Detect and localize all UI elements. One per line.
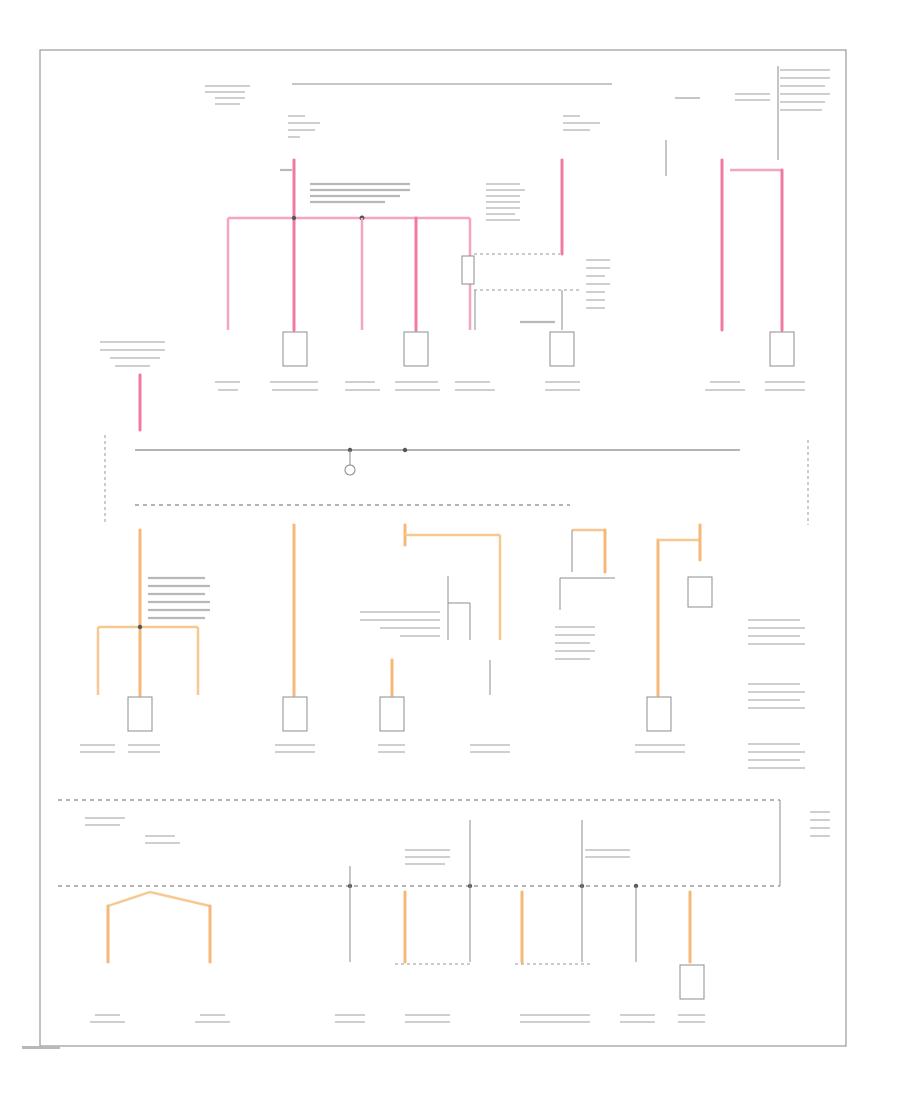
component-upper-6 [549, 331, 575, 367]
component-upper-4 [403, 331, 429, 367]
diagram-frame [39, 49, 847, 1047]
component-mid-2 [282, 696, 308, 732]
component-mid-5 [687, 576, 713, 608]
component-upper-2 [282, 331, 308, 367]
component-mid-1 [127, 696, 153, 732]
component-upper-8 [769, 331, 795, 367]
component-lower-4 [679, 964, 705, 1000]
component-mid-6 [646, 696, 672, 732]
component-mid-3 [379, 696, 405, 732]
lower-section [85, 811, 830, 1023]
middle-section [80, 523, 805, 769]
relay-coil [461, 255, 475, 285]
upper-section [205, 66, 830, 391]
page-footer-mark [22, 1046, 60, 1049]
lower-left-feed [107, 890, 151, 908]
